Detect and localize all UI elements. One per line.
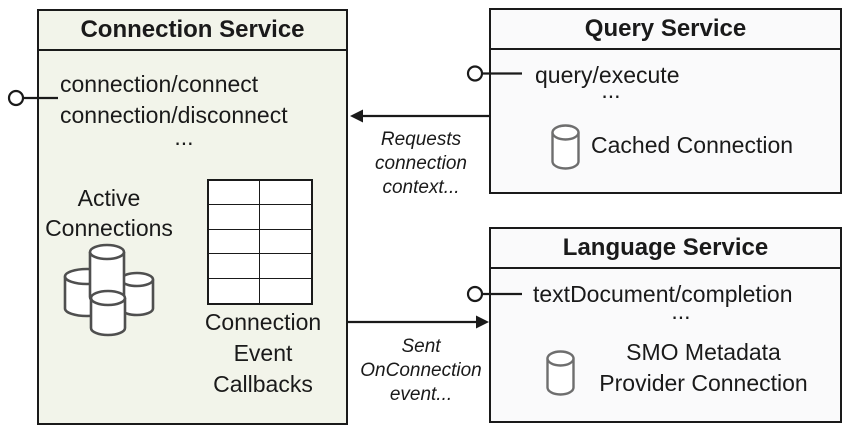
method-textdocument-completion: textDocument/completion bbox=[533, 281, 793, 307]
arrow-requests-connection-context bbox=[350, 109, 489, 123]
callbacks-table-grid bbox=[207, 179, 313, 305]
connection-service-box: Connection Service connection/connect co… bbox=[37, 9, 348, 425]
table-cell bbox=[209, 254, 260, 279]
cached-connection-label: Cached Connection bbox=[591, 132, 794, 158]
query-service-box: Query Service query/execute ... Cached C… bbox=[489, 8, 842, 194]
database-cylinder-icon bbox=[546, 350, 575, 396]
table-cell bbox=[260, 230, 311, 255]
connection-event-callbacks-label: Connection Event Callbacks bbox=[204, 309, 322, 397]
language-service-title: Language Service bbox=[491, 229, 840, 269]
table-cell bbox=[260, 181, 311, 206]
query-methods-ellipsis: ... bbox=[601, 77, 621, 103]
table-cell bbox=[260, 279, 311, 303]
table-cell bbox=[209, 205, 260, 230]
language-service-box: Language Service textDocument/completion… bbox=[489, 227, 842, 423]
database-cylinder-icon bbox=[551, 124, 580, 170]
sent-onconnection-event-label: Sent OnConnection event... bbox=[360, 336, 482, 405]
table-cell bbox=[209, 181, 260, 206]
method-query-execute: query/execute bbox=[535, 62, 680, 88]
language-methods-ellipsis: ... bbox=[671, 298, 691, 324]
table-cell bbox=[260, 254, 311, 279]
method-connection-connect: connection/connect bbox=[60, 71, 259, 97]
arrow-sent-onconnection-event bbox=[348, 315, 489, 329]
methods-ellipsis: ... bbox=[174, 124, 194, 150]
query-service-title: Query Service bbox=[491, 10, 840, 50]
requests-connection-context-label: Requests connection context... bbox=[375, 129, 467, 198]
table-cell bbox=[260, 205, 311, 230]
active-connections-label: Active Connections bbox=[45, 185, 173, 241]
connection-service-title: Connection Service bbox=[39, 11, 346, 51]
method-connection-disconnect: connection/disconnect bbox=[60, 102, 288, 128]
table-cell bbox=[209, 278, 260, 303]
database-cluster-icon bbox=[63, 243, 155, 337]
table-cell bbox=[209, 229, 260, 255]
smo-metadata-provider-connection-label: SMO Metadata Provider Connection bbox=[599, 339, 808, 396]
